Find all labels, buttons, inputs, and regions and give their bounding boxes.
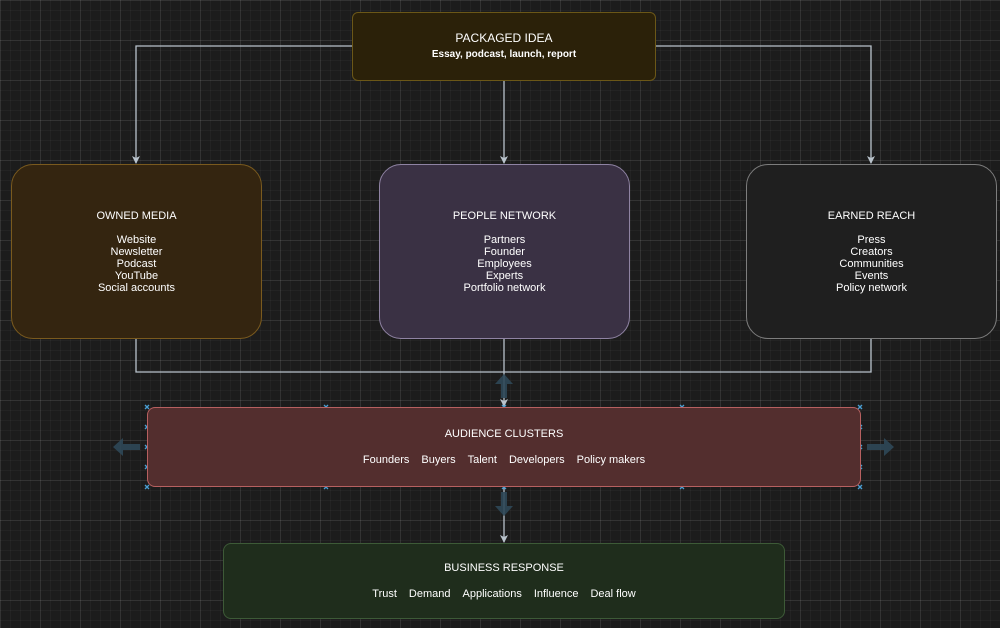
earned-reach-item: Events bbox=[854, 269, 889, 282]
people-network-title: PEOPLE NETWORK bbox=[452, 209, 557, 222]
hover-arrow-up-icon bbox=[495, 374, 513, 398]
business-response-item: Influence bbox=[533, 588, 579, 600]
audience-clusters-title: AUDIENCE CLUSTERS bbox=[444, 428, 564, 440]
business-response-node[interactable]: BUSINESS RESPONSE Trust Demand Applicati… bbox=[223, 543, 785, 619]
business-response-title: BUSINESS RESPONSE bbox=[444, 562, 564, 574]
edge-earned-to-audience bbox=[504, 339, 872, 373]
edge-owned-to-audience bbox=[135, 339, 504, 373]
earned-reach-item: Communities bbox=[839, 257, 904, 270]
earned-reach-node[interactable]: EARNED REACH Press Creators Communities … bbox=[746, 164, 997, 339]
owned-media-item: Social accounts bbox=[97, 281, 176, 294]
earned-reach-item: Press bbox=[857, 233, 886, 246]
audience-cluster-item: Talent bbox=[467, 454, 497, 466]
business-response-item: Applications bbox=[462, 588, 522, 600]
owned-media-title: OWNED MEDIA bbox=[96, 209, 177, 222]
earned-reach-item: Policy network bbox=[836, 281, 907, 294]
edge-idea-to-earned bbox=[656, 45, 875, 164]
business-response-item: Trust bbox=[372, 588, 397, 600]
people-network-node[interactable]: PEOPLE NETWORK Partners Founder Employee… bbox=[379, 164, 630, 339]
business-response-item: Deal flow bbox=[590, 588, 636, 600]
hover-arrow-left-icon bbox=[113, 438, 140, 456]
packaged-idea-title: PACKAGED IDEA bbox=[455, 31, 553, 45]
audience-cluster-item: Buyers bbox=[421, 454, 456, 466]
audience-cluster-item: Policy makers bbox=[576, 454, 646, 466]
business-response-item: Demand bbox=[408, 588, 451, 600]
packaged-idea-node[interactable]: PACKAGED IDEA Essay, podcast, launch, re… bbox=[352, 12, 656, 81]
owned-media-item: YouTube bbox=[114, 269, 159, 282]
owned-media-item: Newsletter bbox=[110, 245, 163, 258]
audience-clusters-node[interactable]: AUDIENCE CLUSTERS Founders Buyers Talent… bbox=[147, 407, 861, 487]
hover-arrow-down-icon bbox=[495, 492, 513, 516]
audience-cluster-item: Founders bbox=[362, 454, 410, 466]
owned-media-item: Website bbox=[116, 233, 157, 246]
people-network-item: Employees bbox=[477, 257, 532, 270]
earned-reach-item: Creators bbox=[850, 245, 893, 258]
people-network-item: Partners bbox=[483, 233, 526, 246]
audience-cluster-item: Developers bbox=[508, 454, 565, 466]
owned-media-item: Podcast bbox=[116, 257, 157, 270]
people-network-item: Experts bbox=[485, 269, 524, 282]
packaged-idea-subtitle: Essay, podcast, launch, report bbox=[431, 49, 577, 60]
edge-idea-to-owned bbox=[132, 45, 352, 164]
hover-arrow-right-icon bbox=[867, 438, 894, 456]
people-network-item: Founder bbox=[484, 245, 525, 258]
owned-media-node[interactable]: OWNED MEDIA Website Newsletter Podcast Y… bbox=[11, 164, 262, 339]
people-network-item: Portfolio network bbox=[463, 281, 546, 294]
earned-reach-title: EARNED REACH bbox=[827, 209, 916, 222]
